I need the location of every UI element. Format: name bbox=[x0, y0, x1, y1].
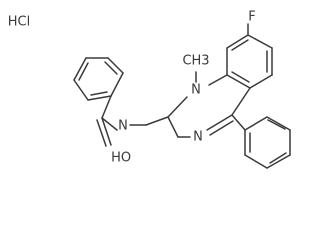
double-bond bbox=[78, 62, 89, 81]
bond bbox=[110, 72, 124, 97]
double-bond bbox=[90, 91, 108, 96]
double-bond-c-n-imine bbox=[209, 120, 234, 136]
bond bbox=[208, 74, 228, 86]
bond bbox=[266, 116, 291, 131]
diazepine-ring bbox=[167, 74, 251, 138]
bond bbox=[244, 154, 268, 169]
bond bbox=[247, 34, 273, 49]
bond bbox=[73, 57, 87, 81]
bond bbox=[266, 154, 291, 169]
methyl-group: CH3 bbox=[182, 54, 209, 69]
double-bond-c-o bbox=[96, 119, 107, 147]
h-amide-label: H bbox=[111, 151, 121, 166]
bond-ch2 bbox=[145, 116, 169, 126]
bond bbox=[107, 57, 124, 74]
double-bond bbox=[269, 152, 287, 164]
fluorobenzene-ring bbox=[226, 34, 273, 89]
bond bbox=[231, 87, 251, 116]
bond bbox=[244, 116, 268, 131]
bond bbox=[167, 96, 188, 118]
o-carbonyl-atom: O bbox=[121, 151, 131, 166]
benzoyl-ring bbox=[73, 57, 124, 119]
n1-atom: N bbox=[191, 83, 201, 98]
phenyl-ring bbox=[231, 114, 291, 169]
bond bbox=[226, 34, 249, 49]
bond bbox=[167, 116, 179, 138]
double-bond bbox=[231, 71, 250, 83]
bond bbox=[231, 114, 246, 131]
salt-label: HCl bbox=[8, 15, 30, 30]
bond-c-n-imine bbox=[206, 114, 233, 131]
fluorine-atom: F bbox=[248, 10, 255, 25]
bond bbox=[101, 95, 112, 119]
n-amide-atom: N bbox=[118, 119, 128, 134]
bond bbox=[226, 74, 251, 89]
bond-c-o bbox=[101, 117, 112, 146]
bond bbox=[249, 74, 273, 89]
structure-canvas: HCl F N CH3 N bbox=[8, 10, 291, 169]
double-bond bbox=[104, 61, 118, 75]
n-imine-atom: N bbox=[193, 130, 203, 145]
double-bond bbox=[267, 119, 286, 130]
double-bond bbox=[231, 39, 249, 51]
bond bbox=[73, 79, 89, 101]
bond-n-c-carbonyl bbox=[101, 117, 118, 131]
molecule-drawing: HCl F N CH3 N bbox=[8, 10, 291, 169]
bond bbox=[87, 95, 112, 101]
